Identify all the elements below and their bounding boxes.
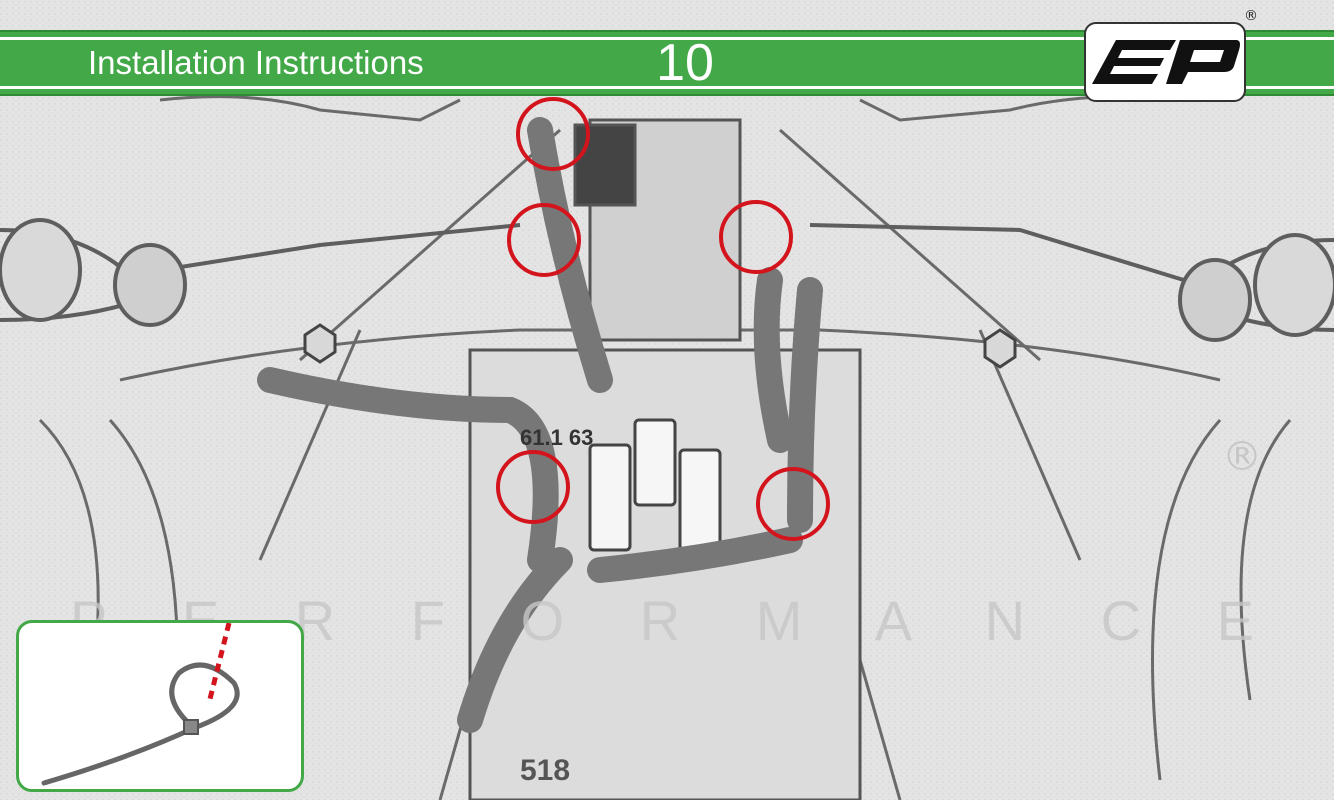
- page-title: Installation Instructions: [88, 40, 424, 86]
- cable-tie-cut-icon: [19, 623, 301, 789]
- brand-logo: [1084, 22, 1246, 102]
- ep-logo-icon: [1086, 24, 1244, 100]
- part-number-text: 61.1 63: [520, 425, 593, 450]
- watermark-registered-mark: ®: [1222, 434, 1262, 480]
- page-number: 10: [640, 30, 730, 96]
- header-registered-mark: ®: [1244, 8, 1258, 24]
- cable-tie-inset: [16, 620, 304, 792]
- label-fragment-text: 518: [520, 754, 570, 787]
